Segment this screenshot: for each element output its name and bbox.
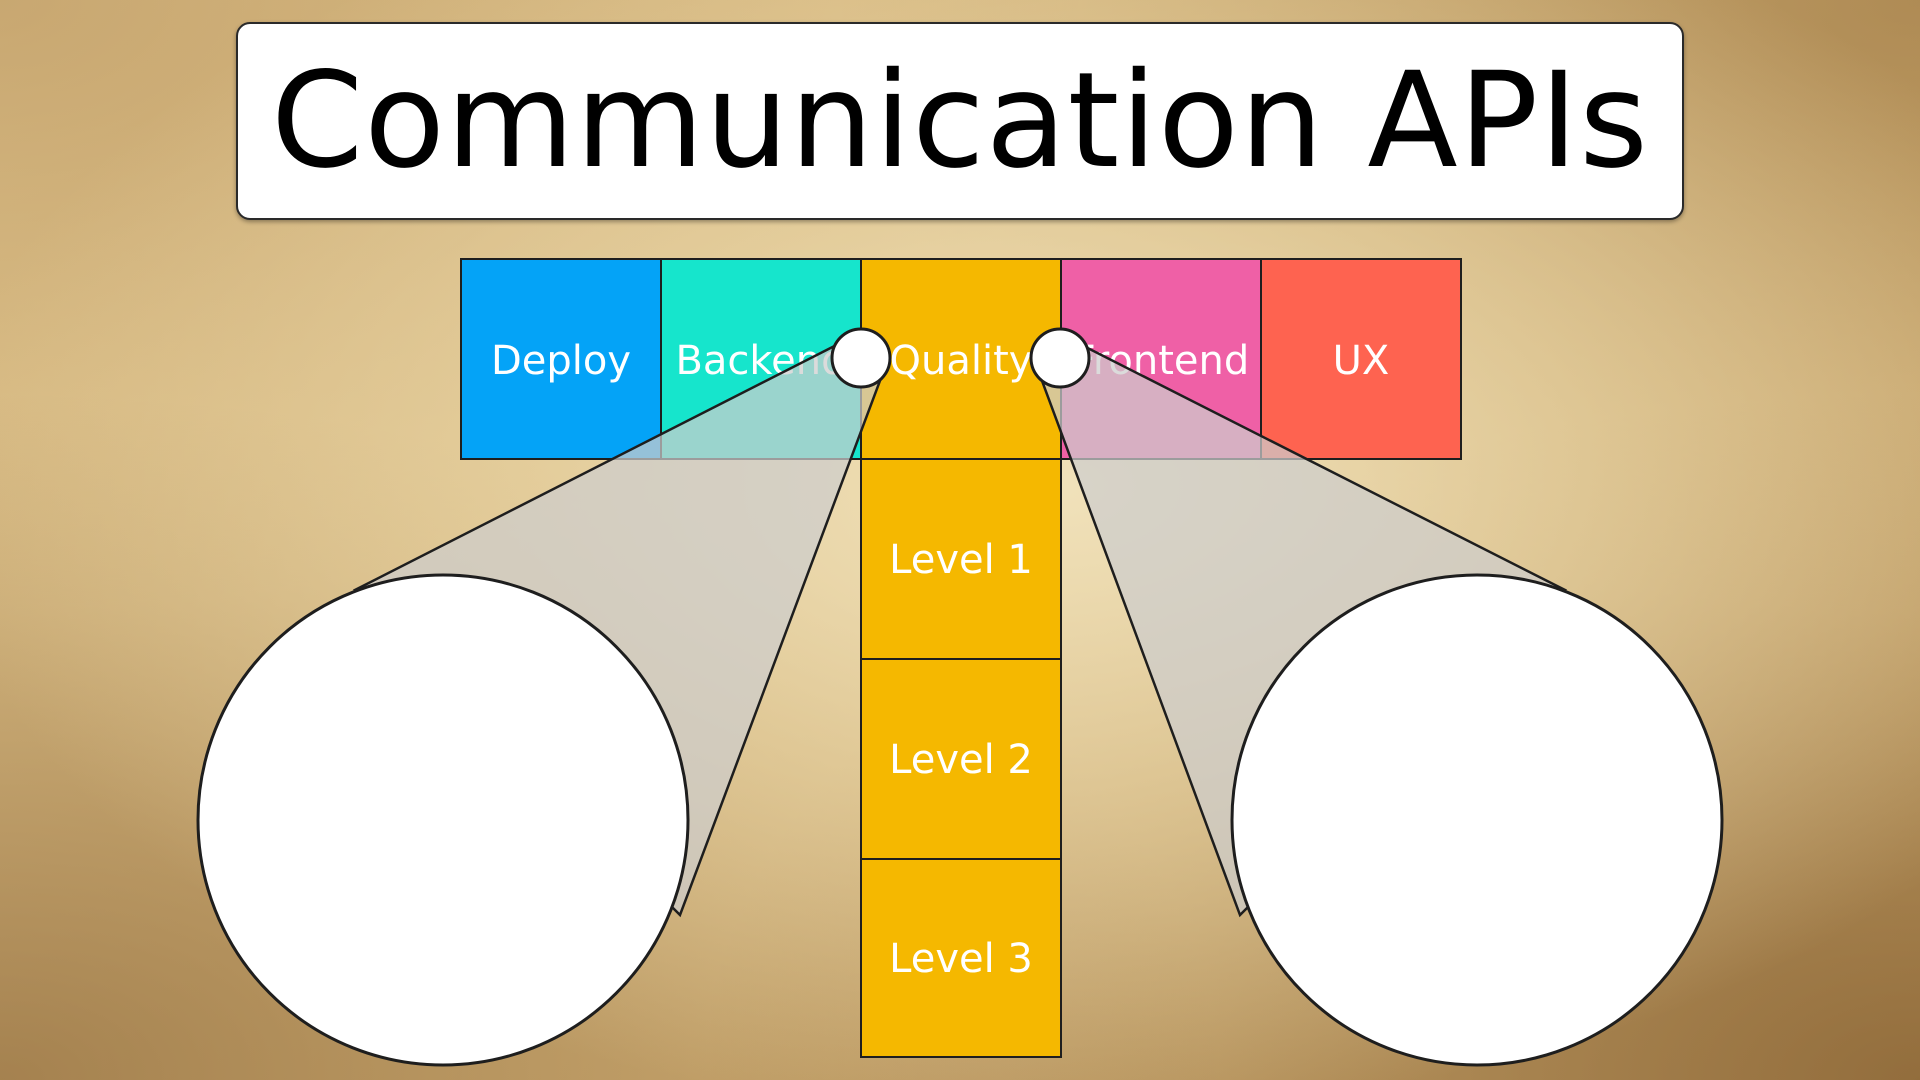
tile-ux-label: UX xyxy=(1333,338,1390,384)
column-tile-deploy: Deploy xyxy=(460,258,662,460)
level-1-box xyxy=(860,458,1062,660)
tile-quality-box xyxy=(860,258,1062,460)
tile-ux-box xyxy=(1260,258,1462,460)
right-callout-circle xyxy=(1230,573,1724,1067)
tile-quality-label: Quality xyxy=(890,338,1033,384)
tile-deploy-label: Deploy xyxy=(491,338,631,384)
column-tile-quality: Quality xyxy=(860,258,1062,460)
level-2-box xyxy=(860,658,1062,860)
left-callout-circle xyxy=(196,573,690,1067)
quality-level-1: Level 1 xyxy=(860,458,1062,660)
title-box: Communication APIs xyxy=(236,22,1684,220)
level-3-box xyxy=(860,858,1062,1058)
quality-level-3: Level 3 xyxy=(860,858,1062,1058)
level-2-label: Level 2 xyxy=(889,737,1033,783)
tile-deploy-box xyxy=(460,258,662,460)
right-connector-node xyxy=(1029,327,1091,389)
left-connector-node xyxy=(830,327,892,389)
column-tile-ux: UX xyxy=(1260,258,1462,460)
level-3-label: Level 3 xyxy=(889,936,1033,982)
quality-level-2: Level 2 xyxy=(860,658,1062,860)
level-1-label: Level 1 xyxy=(889,537,1033,583)
page-title: Communication APIs xyxy=(271,44,1649,198)
